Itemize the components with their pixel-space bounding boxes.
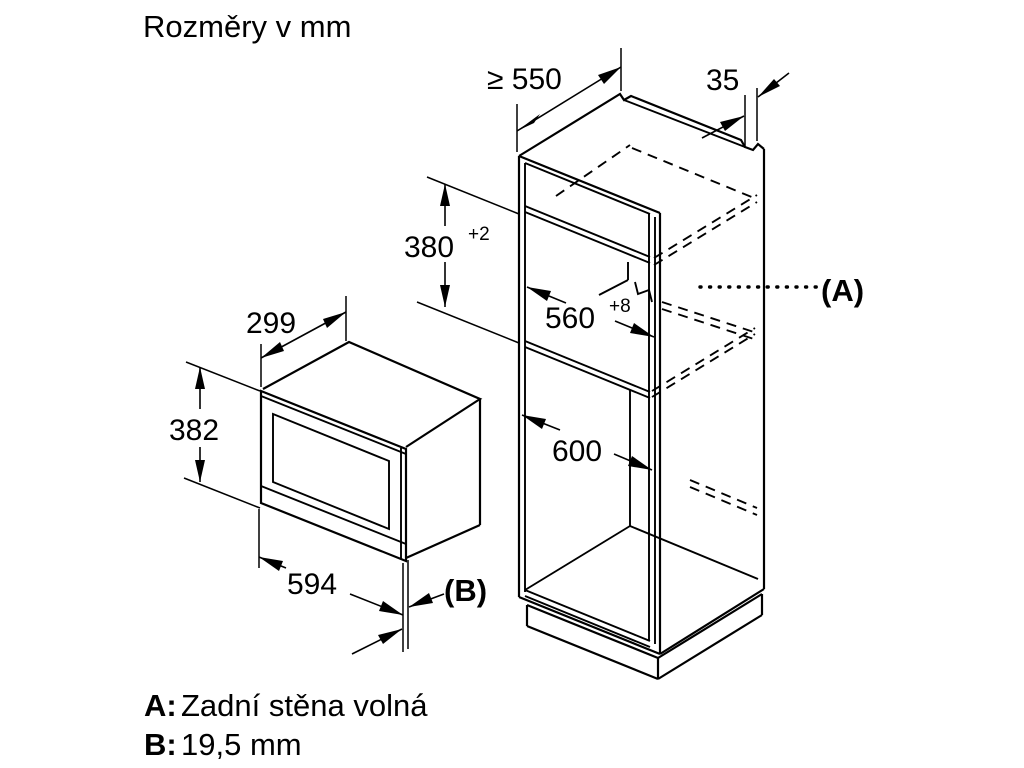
dim-cabinet-depth-label: ≥ 550 [487, 63, 562, 96]
dim-niche-width-tolerance: +8 [609, 296, 631, 317]
dim-microwave-height: 382 [169, 361, 261, 509]
dim-microwave-depth: 299 [246, 296, 347, 387]
legend-text-b: 19,5 mm [181, 727, 302, 762]
top-strip-edge [623, 99, 746, 148]
cabinet-hidden-edges [555, 144, 758, 516]
dim-niche-width-label: 560 [545, 302, 595, 335]
dim-lower-niche-label: 600 [552, 435, 602, 468]
legend-key-a: A: [144, 688, 177, 723]
microwave-door-band [260, 485, 407, 545]
dim-niche-width: 560 +8 [526, 286, 655, 338]
legend: A:Zadní stěna volná B:19,5 mm [144, 688, 428, 762]
callout-door-gap: (B) [351, 573, 487, 655]
callout-back-wall-label: (A) [821, 273, 864, 308]
microwave-door [259, 389, 408, 563]
cabinet-interior [524, 162, 759, 648]
legend-line-b: B:19,5 mm [144, 727, 302, 762]
legend-text-a: Zadní stěna volná [181, 688, 428, 723]
dim-niche-height-label: 380 [404, 231, 454, 264]
dim-microwave-width-label: 594 [287, 568, 337, 601]
side-wall-cutout [598, 262, 653, 303]
callout-back-wall: (A) [698, 273, 864, 308]
callout-door-gap-label: (B) [444, 573, 487, 608]
microwave-door-window [272, 412, 390, 531]
legend-line-a: A:Zadní stěna volná [144, 688, 428, 723]
legend-key-b: B: [144, 727, 177, 762]
cabinet-drawing [517, 92, 766, 681]
dim-lower-niche: 600 [521, 414, 653, 471]
dim-niche-height: 380 +2 [404, 176, 520, 344]
microwave-drawing [259, 340, 483, 563]
page-title: Rozměry v mm [143, 9, 351, 44]
dim-microwave-width: 594 [258, 509, 409, 652]
dim-microwave-depth-label: 299 [246, 307, 296, 340]
dim-niche-height-tolerance: +2 [468, 224, 490, 245]
cabinet-plinth [525, 593, 764, 681]
dim-top-strip-label: 35 [706, 64, 739, 97]
dim-cabinet-depth: ≥ 550 [487, 48, 622, 152]
dim-microwave-height-label: 382 [169, 414, 219, 447]
dim-top-strip: 35 [701, 64, 790, 148]
